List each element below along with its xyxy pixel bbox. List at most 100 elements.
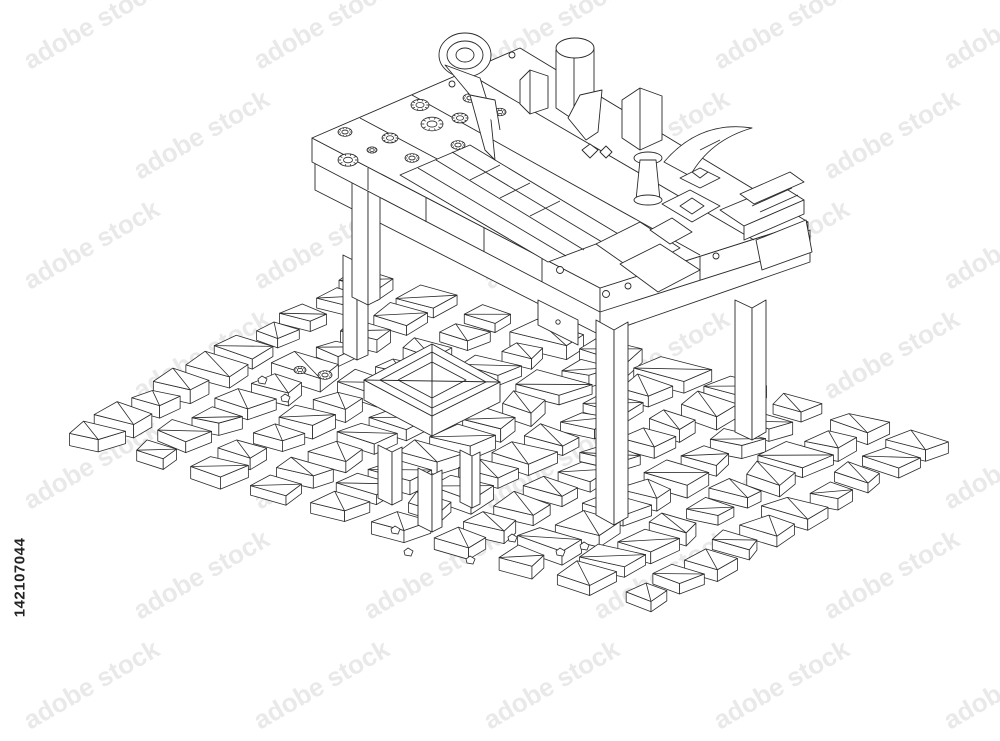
cobblestone-facet <box>499 554 544 558</box>
watermark-text: adobe stock <box>708 0 855 75</box>
watermark-text: adobe stock <box>128 523 275 625</box>
bench-leg-front-left <box>351 174 369 306</box>
gear-tooth <box>438 119 442 122</box>
watermark-text: adobe stock <box>818 83 965 185</box>
crystal-right <box>621 87 663 151</box>
cobblestone-facet <box>250 483 302 487</box>
gear-tooth <box>467 93 469 96</box>
gear-tooth <box>319 372 322 374</box>
watermark-text: adobe stock <box>128 83 275 185</box>
gear-tooth <box>464 95 467 97</box>
gear-tooth <box>322 370 324 373</box>
cobblestone-facet <box>214 345 273 347</box>
cobblestone-facet <box>294 351 321 379</box>
gear-tooth <box>374 147 377 150</box>
cobblestone-facet <box>768 515 778 537</box>
gear-tooth <box>349 153 352 157</box>
cobblestone-facet <box>136 448 177 451</box>
gear-tooth <box>503 109 506 111</box>
gear-tooth <box>297 366 300 368</box>
gear-tooth <box>344 163 347 167</box>
gear-tooth <box>424 101 428 104</box>
gear-hub <box>296 367 304 373</box>
cobblestone-facet <box>728 478 748 499</box>
cobblestone <box>250 474 302 497</box>
cobblestone-facet <box>236 439 251 459</box>
gear-tooth <box>457 121 459 123</box>
gear-tooth <box>300 366 303 368</box>
gear-tooth <box>409 160 411 163</box>
gem <box>599 145 613 159</box>
gear-tooth <box>497 114 500 116</box>
rivet <box>448 80 456 88</box>
cobblestone <box>515 369 593 396</box>
gear-tooth <box>455 147 457 150</box>
cobblestone <box>279 303 327 322</box>
gear-tooth <box>467 100 469 103</box>
gear-tooth <box>428 128 430 131</box>
cobblestone-facet <box>828 430 839 449</box>
gem <box>581 143 599 159</box>
cobblestone-facet <box>83 420 99 440</box>
gear-tooth <box>348 133 351 135</box>
cobblestone-facet <box>334 491 345 511</box>
cobblestone-facet <box>237 388 249 410</box>
cobblestone <box>191 406 243 424</box>
cobblestone-facet <box>705 548 718 570</box>
gear-tooth <box>391 141 393 143</box>
cobblestone-facet <box>511 441 529 465</box>
gear-tooth <box>464 119 467 122</box>
gear-tooth <box>428 117 430 120</box>
cobblestone-facet <box>513 390 532 414</box>
floor-pebble <box>280 393 291 403</box>
floor-pebble <box>403 547 414 557</box>
gear-tooth <box>497 108 500 110</box>
gear-tooth <box>459 147 461 150</box>
gear-hub <box>408 155 416 161</box>
gear-hub <box>385 135 394 141</box>
gear-hub <box>343 156 353 164</box>
gear-tooth <box>346 134 348 137</box>
gear-tooth <box>416 99 419 102</box>
cobblestone <box>190 456 249 478</box>
horn-vice <box>438 32 501 161</box>
watermark-text: adobe stock <box>478 633 625 735</box>
gear-tooth <box>319 376 322 378</box>
books-stack <box>719 171 813 271</box>
cobblestone <box>757 441 834 469</box>
cobblestone-facet <box>191 416 243 419</box>
gear-tooth <box>353 162 357 165</box>
rivet <box>556 266 564 274</box>
gear-tooth <box>328 372 331 374</box>
floor-debris <box>257 375 590 565</box>
cobblestone-facet <box>290 456 314 477</box>
cobblestone-facet <box>810 489 853 494</box>
cobblestone-facet <box>756 460 780 486</box>
cobblestone-facet <box>190 465 249 467</box>
gear-hub <box>496 109 504 115</box>
gear-tooth <box>344 153 347 157</box>
rivet <box>624 282 632 290</box>
gear-tooth <box>303 367 306 369</box>
floor-pebble <box>390 525 401 535</box>
crystal-horn <box>567 89 603 141</box>
cobblestone-facet <box>462 417 516 420</box>
cobblestone-facet <box>637 373 649 397</box>
cobblestone <box>686 496 735 516</box>
rivet <box>602 290 610 298</box>
gear-tooth <box>412 106 416 109</box>
bench-leg-back-right <box>734 299 753 441</box>
gear-tooth <box>346 127 348 130</box>
cobblestone-facet <box>414 439 438 463</box>
cobblestone-facet <box>279 312 327 315</box>
cobblestone-facet <box>848 413 868 434</box>
gear-tooth <box>461 142 464 144</box>
gear-tooth <box>464 114 467 117</box>
gear-tooth <box>303 371 306 373</box>
gear-tooth <box>339 133 342 135</box>
cobblestone-facet <box>663 409 680 430</box>
cobblestone-facet <box>204 350 230 378</box>
cobblestone-facet <box>710 438 766 440</box>
